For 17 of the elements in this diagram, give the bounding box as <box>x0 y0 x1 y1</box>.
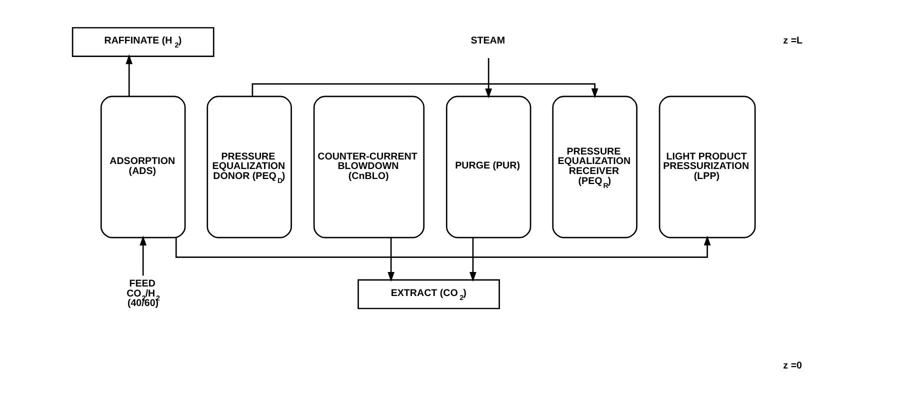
node-box: EXTRACT (CO$_{2}$) <box>357 279 500 310</box>
arrow <box>484 58 492 98</box>
node-box: ADSORPTION (ADS) <box>100 96 186 238</box>
arrow <box>174 236 710 258</box>
arrow <box>139 236 146 276</box>
arrow <box>387 238 394 282</box>
node-box: PRESSURE EQUALIZATION RECEIVER (PEQ$_{R}$) <box>552 96 637 238</box>
node-text: STEAM <box>470 36 505 47</box>
node-box: PURGE (PUR) <box>445 96 531 238</box>
label: z =0 <box>782 360 802 372</box>
node-box: RAFFINATE (H$_{2}$) <box>71 27 214 57</box>
node-box: PRESSURE EQUALIZATION DONOR (PEQ$_{D}$) <box>206 96 292 238</box>
arrow <box>125 54 132 96</box>
node-box: COUNTER-CURRENT BLOWDOWN (CnBLO) <box>312 96 424 238</box>
node-box: LIGHT PRODUCT PRESSURIZATION (LPP) <box>658 96 756 238</box>
label: z =L <box>782 36 802 47</box>
arrow <box>469 238 476 282</box>
